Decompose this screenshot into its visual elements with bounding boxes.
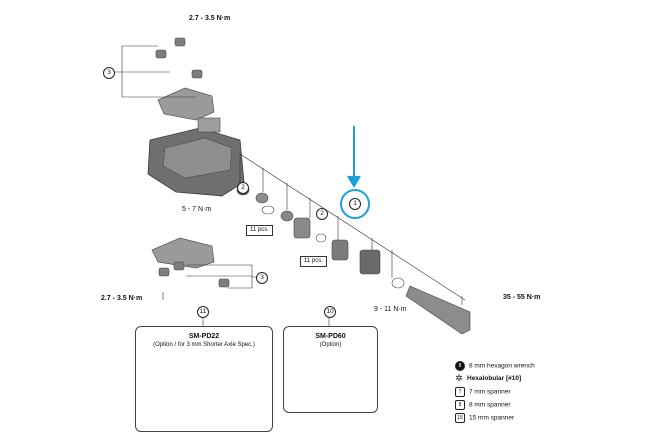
torque-top-label: 2.7 - 3.5 N·m xyxy=(189,15,231,22)
panel-sm-pd60-title: SM-PD60 xyxy=(315,333,346,340)
torque-body-label: 5 - 7 N·m xyxy=(182,206,212,213)
panel-sm-pd60-subtitle: (Option) xyxy=(319,342,342,348)
legend-spanner7-label: 7 mm spanner xyxy=(469,388,511,396)
torque-locknut-label: 9 - 11 N·m xyxy=(374,306,407,313)
spanner-8-icon: 8 xyxy=(455,400,465,410)
panel-sm-pd22: SM-PD22 (Option / for 3 mm Shorter Axle … xyxy=(135,326,273,432)
legend-hex: 8 8 mm hexagon wrench xyxy=(455,361,535,372)
legend-hexalobular: ✲ Hexalobular [#10] xyxy=(455,374,521,384)
box-11pcs-left: 11 pcs. xyxy=(246,225,273,236)
spanner-15-icon: 15 xyxy=(455,413,465,423)
highlight-marker xyxy=(340,126,370,219)
panel-sm-pd22-title: SM-PD22 xyxy=(188,333,220,340)
legend-spanner7: 7 7 mm spanner xyxy=(455,387,511,398)
panel-sm-pd22-subtitle: (Option / for 3 mm Shorter Axle Spec.) xyxy=(153,342,255,348)
hex-wrench-icon: 8 xyxy=(455,361,465,371)
legend-spanner8: 8 8 mm spanner xyxy=(455,400,511,411)
callout-11: 11 xyxy=(197,306,209,318)
bottom-screws xyxy=(158,261,230,288)
box-11pcs-right: 11 pcs. xyxy=(300,256,327,267)
panel-sm-pd60: SM-PD60 (Option) xyxy=(283,326,378,413)
callout-2-left: 2 xyxy=(237,182,249,194)
legend-hex-label: 8 mm hexagon wrench xyxy=(469,362,535,370)
spanner-7-icon: 7 xyxy=(455,387,465,397)
callout-2-right: 2 xyxy=(316,208,328,220)
callout-10: 10 xyxy=(324,306,336,318)
torque-axle-label: 35 - 55 N·m xyxy=(503,294,541,301)
torque-bottom-label: 2.7 - 3.5 N·m xyxy=(101,295,143,302)
callout-3-top: 3 xyxy=(103,67,115,79)
legend-spanner15-label: 15 mm spanner xyxy=(469,414,515,422)
top-screws xyxy=(155,37,203,79)
callout-3-bottom: 3 xyxy=(256,272,268,284)
top-cleat-plate xyxy=(157,87,215,121)
bottom-cleat-plate xyxy=(151,237,215,269)
legend-hexalobular-label: Hexalobular [#10] xyxy=(467,375,522,382)
hexalobular-icon: ✲ xyxy=(455,373,463,384)
legend-spanner8-label: 8 mm spanner xyxy=(469,401,511,409)
callout-1: 1 xyxy=(349,198,361,210)
legend-spanner15: 15 15 mm spanner xyxy=(455,413,514,424)
